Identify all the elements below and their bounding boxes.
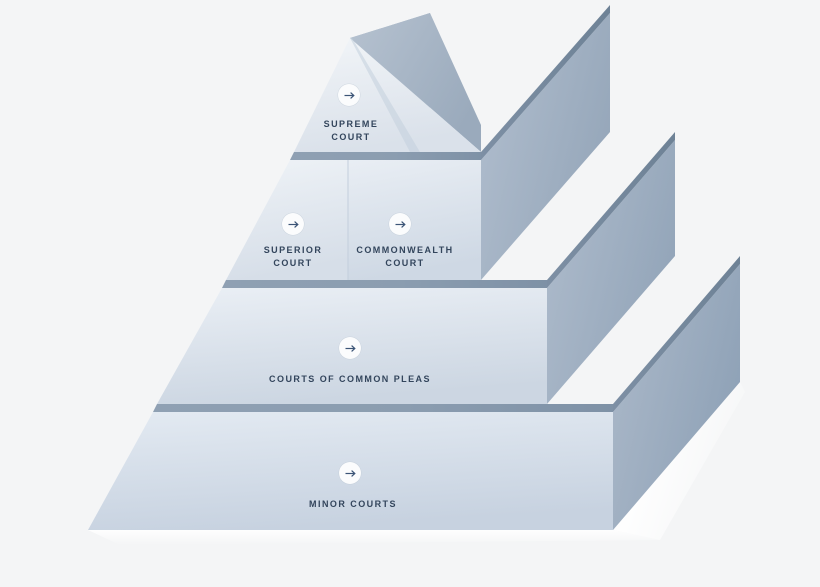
tier2-front-face-commonwealth[interactable]: [348, 160, 481, 280]
tier3-side-face: [547, 140, 675, 404]
tier-hit-commonwealth-court[interactable]: [352, 165, 478, 277]
tier4-side-face: [613, 264, 740, 530]
ground-glow: [88, 382, 745, 545]
arrow-right-icon-commonwealth-court[interactable]: [389, 213, 411, 235]
tier1-apex-ridge: [350, 38, 420, 152]
arrow-right-glyph: [345, 469, 356, 477]
tier2-side-face: [481, 13, 610, 280]
divider-band-1: [290, 5, 610, 160]
arrow-right-icon-courts-of-common-pleas[interactable]: [339, 337, 361, 359]
arrow-right-glyph: [345, 344, 356, 352]
arrow-right-icon-supreme-court[interactable]: [338, 84, 360, 106]
divider-band-2: [222, 132, 675, 288]
tier-hit-minor-courts[interactable]: [100, 416, 608, 526]
tier1-side-face-lower: [350, 13, 481, 152]
arrow-right-icon-superior-court[interactable]: [282, 213, 304, 235]
arrow-right-glyph: [395, 220, 406, 228]
arrow-right-icon-minor-courts[interactable]: [339, 462, 361, 484]
arrow-right-glyph: [288, 220, 299, 228]
divider-band-3: [153, 256, 740, 412]
tier-supreme-court[interactable]: [294, 13, 481, 152]
tier-hit-superior-court[interactable]: [232, 165, 344, 277]
tier1-front-face: [294, 38, 481, 152]
arrow-right-glyph: [344, 91, 355, 99]
tier-hit-courts-of-common-pleas[interactable]: [170, 292, 542, 400]
tier-hit-supreme-court[interactable]: [296, 50, 468, 150]
